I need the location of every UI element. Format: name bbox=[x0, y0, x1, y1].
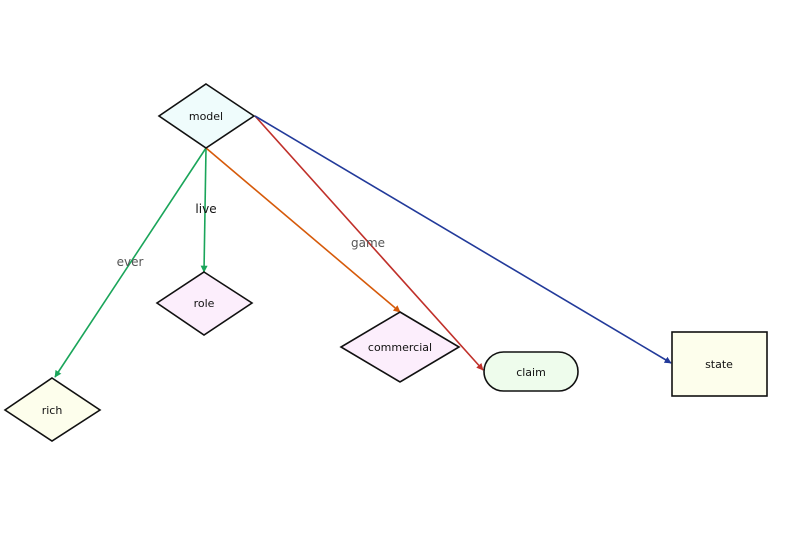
node-label-state: state bbox=[705, 358, 733, 371]
edge-line-model-state bbox=[254, 115, 672, 364]
node-label-claim: claim bbox=[516, 366, 546, 379]
edge-model-rich: ever bbox=[54, 147, 207, 378]
edge-model-claim: game bbox=[254, 115, 484, 371]
edge-model-role: live bbox=[195, 147, 217, 273]
node-label-role: role bbox=[194, 297, 215, 310]
edge-line-model-role bbox=[200, 147, 208, 273]
edge-label-ever: ever bbox=[117, 255, 144, 269]
node-label-rich: rich bbox=[42, 404, 63, 417]
node-shape-model bbox=[157, 83, 256, 149]
node-shape-role bbox=[155, 271, 254, 336]
node-shape-state bbox=[671, 331, 768, 397]
node-label-commercial: commercial bbox=[368, 341, 432, 354]
node-claim[interactable]: claim bbox=[483, 351, 579, 392]
node-shape-rich bbox=[3, 377, 102, 442]
node-commercial[interactable]: commercial bbox=[339, 311, 461, 383]
edge-model-state bbox=[254, 115, 672, 364]
edge-line-model-claim bbox=[254, 115, 484, 371]
node-shape-commercial bbox=[339, 311, 461, 383]
nodes-layer: model role commercial claim state rich bbox=[3, 83, 768, 442]
node-role[interactable]: role bbox=[155, 271, 254, 336]
edges-layer: ever live game bbox=[54, 115, 672, 378]
edge-line-model-commercial bbox=[205, 147, 401, 313]
node-model[interactable]: model bbox=[157, 83, 256, 149]
node-label-model: model bbox=[189, 110, 223, 123]
node-rich[interactable]: rich bbox=[3, 377, 102, 442]
edge-label-live: live bbox=[195, 202, 216, 216]
edge-label-game: game bbox=[351, 236, 385, 250]
edge-line-model-rich bbox=[54, 147, 207, 378]
node-shape-claim bbox=[483, 351, 579, 392]
node-state[interactable]: state bbox=[671, 331, 768, 397]
edge-model-commercial bbox=[205, 147, 401, 313]
